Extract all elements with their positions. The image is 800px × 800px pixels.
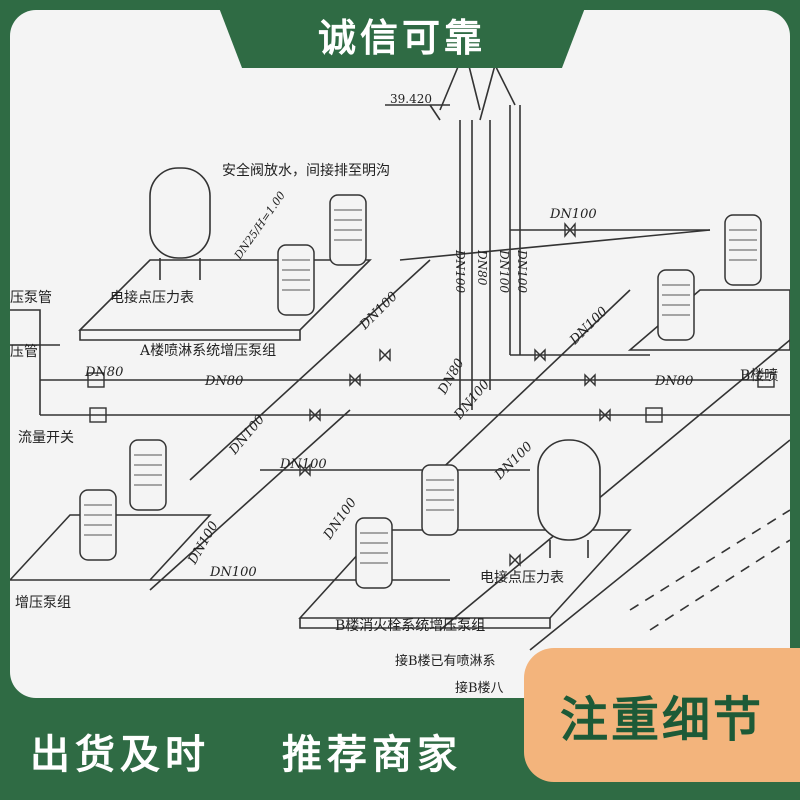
pipe-label: DN100 [497, 249, 511, 293]
pipe-label: DN100 [320, 495, 360, 543]
slogan-delivery: 出货及时 [30, 732, 210, 778]
left-pump-group-label: 增压泵组 [15, 595, 71, 611]
connect-label-2: 接B楼八 [455, 680, 504, 696]
pressure-gauge-b-label: 电接点压力表 [480, 569, 564, 586]
piping-diagram-svg: 39.420 安全阀放水，间接排至明沟 DN25/H=1.00 电接点压力表 A… [10, 47, 790, 696]
slogan-recommended: 推荐商家 [282, 732, 462, 778]
left-pump-main-label: 压泵管 [10, 290, 52, 306]
pipe-label: DN80 [435, 356, 468, 398]
pipe-diagonal-3 [439, 339, 790, 631]
piping-diagram: 39.420 安全阀放水，间接排至明沟 DN25/H=1.00 电接点压力表 A… [10, 10, 790, 698]
pump-base-b [298, 529, 632, 619]
pipe-label: DN80 [654, 374, 693, 389]
pressure-gauge-a-label: 电接点压力表 [110, 289, 194, 306]
pipe-label: DN100 [185, 519, 222, 568]
pipe-label: DN100 [453, 249, 467, 293]
pipe-label: DN100 [357, 289, 401, 333]
valve-2 [379, 348, 391, 362]
valve-1 [564, 222, 576, 238]
pipe-label: DN100 [279, 457, 327, 472]
pipe-label: DN100 [567, 304, 611, 348]
pipe-label: DN80 [84, 365, 123, 380]
pump-base-right [627, 289, 790, 351]
pipe-label: DN80 [204, 374, 243, 389]
detail-badge: 注重细节 [524, 648, 800, 782]
pump-group-a-label: A楼喷淋系统增压泵组 [139, 343, 276, 359]
right-b-label: B楼喷 [740, 368, 778, 384]
pump-base-a [78, 259, 372, 331]
left-pressure-label: 压管 [10, 344, 38, 360]
pipe-label: DN100 [226, 412, 268, 458]
pressure-tank-b [537, 439, 601, 541]
pipe-label: DN100 [515, 249, 529, 293]
pipe-label: DN100 [492, 439, 536, 483]
pump-group-b-label: B楼消火栓系统增压泵组 [335, 618, 485, 634]
pipe-diagonal-1 [189, 259, 431, 481]
pipe-diagonal-2 [429, 289, 631, 481]
detail-badge-text: 注重细节 [559, 692, 764, 748]
connect-label-1: 接B楼已有喷淋系 [395, 653, 496, 669]
top-slogan: 诚信可靠 [317, 15, 486, 60]
safety-valve-note: 安全阀放水，间接排至明沟 [222, 162, 390, 179]
top-slogan-tab: 诚信可靠 [216, 0, 588, 68]
pipe-label: DN100 [549, 207, 597, 222]
pipe-label: DN100 [209, 565, 257, 580]
pressure-tank-a [149, 167, 211, 259]
elevation-label: 39.420 [390, 92, 432, 106]
flow-switch [89, 407, 107, 423]
pump-base-left [10, 514, 212, 581]
pipe-label: DN80 [475, 249, 489, 286]
flow-switch-label: 流量开关 [18, 430, 74, 446]
